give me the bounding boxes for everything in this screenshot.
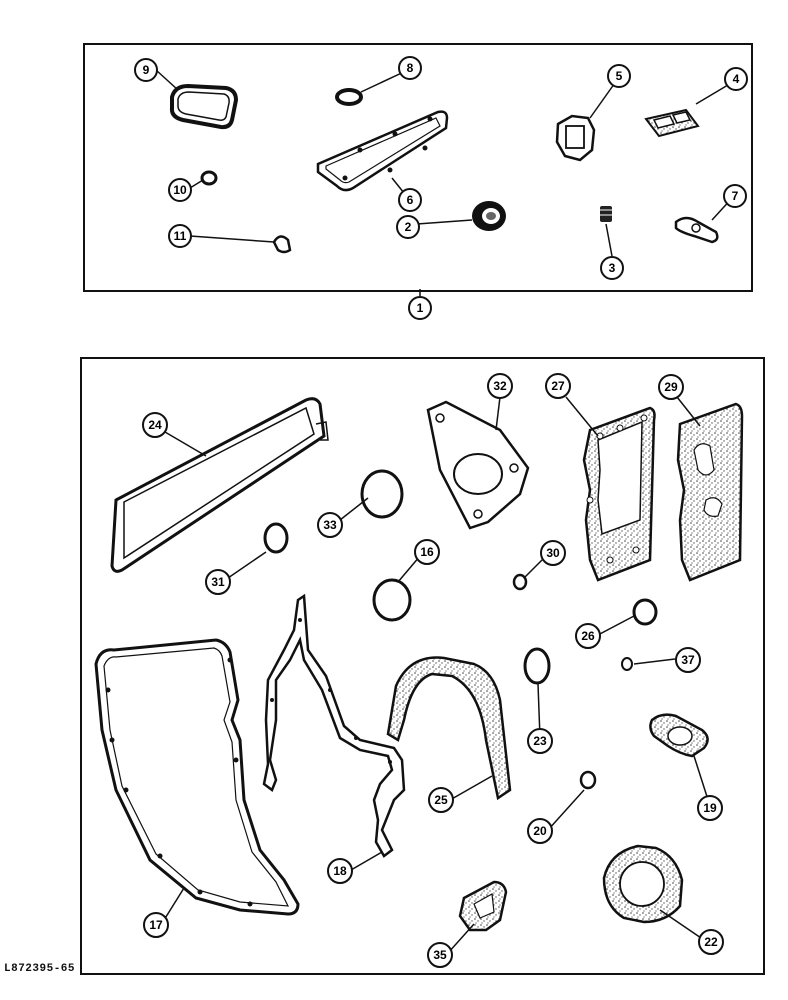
part-29-cooler-gasket bbox=[676, 402, 744, 582]
part-16-o-ring bbox=[372, 578, 412, 622]
part-26-o-ring bbox=[632, 598, 658, 626]
callout-30: 30 bbox=[540, 540, 566, 566]
callout-35-label: 35 bbox=[433, 948, 447, 962]
part-31-o-ring bbox=[263, 522, 289, 554]
callout-17: 17 bbox=[143, 912, 169, 938]
part-20-o-ring bbox=[579, 770, 597, 790]
part-5-flange-gasket bbox=[555, 114, 596, 162]
part-3-fitting bbox=[600, 206, 612, 222]
part-11-clip bbox=[272, 235, 292, 254]
part-23-o-ring bbox=[523, 647, 551, 685]
callout-1-label: 1 bbox=[417, 301, 424, 315]
part-35-plate-gasket bbox=[458, 880, 508, 932]
callout-2: 2 bbox=[396, 215, 420, 239]
callout-3: 3 bbox=[600, 256, 624, 280]
callout-23-label: 23 bbox=[533, 734, 547, 748]
part-30-washer bbox=[512, 573, 528, 591]
callout-29: 29 bbox=[658, 374, 684, 400]
part-6-cover-gasket bbox=[316, 110, 449, 192]
part-33-o-ring bbox=[360, 469, 404, 519]
callout-19: 19 bbox=[697, 795, 723, 821]
callout-25: 25 bbox=[428, 787, 454, 813]
callout-18-label: 18 bbox=[333, 864, 347, 878]
callout-11-label: 11 bbox=[174, 229, 187, 243]
callout-7: 7 bbox=[723, 184, 747, 208]
part-18-front-housing-gasket bbox=[262, 593, 406, 858]
callout-3-label: 3 bbox=[609, 261, 616, 275]
callout-17-label: 17 bbox=[149, 918, 163, 932]
callout-35: 35 bbox=[427, 942, 453, 968]
callout-7-label: 7 bbox=[732, 189, 739, 203]
callout-26-label: 26 bbox=[581, 629, 595, 643]
part-22-round-flange-gasket bbox=[602, 844, 684, 924]
callout-9-label: 9 bbox=[143, 63, 150, 77]
callout-33-label: 33 bbox=[323, 518, 337, 532]
part-9-square-seal bbox=[169, 83, 239, 130]
callout-22: 22 bbox=[698, 929, 724, 955]
callout-4: 4 bbox=[724, 67, 748, 91]
callout-24: 24 bbox=[142, 412, 168, 438]
part-24-long-gasket bbox=[110, 397, 329, 573]
part-2-oil-seal bbox=[472, 201, 506, 231]
part-19-flange-gasket bbox=[649, 713, 709, 758]
callout-29-label: 29 bbox=[664, 380, 678, 394]
part-37-ring bbox=[621, 657, 633, 671]
callout-31: 31 bbox=[205, 569, 231, 595]
callout-4-label: 4 bbox=[733, 72, 740, 86]
part-4-double-port-gasket bbox=[644, 108, 700, 138]
callout-19-label: 19 bbox=[703, 801, 717, 815]
callout-22-label: 22 bbox=[704, 935, 718, 949]
part-32-flange-plate bbox=[426, 400, 530, 530]
callout-18: 18 bbox=[327, 858, 353, 884]
callout-32-label: 32 bbox=[493, 379, 507, 393]
callout-10-label: 10 bbox=[173, 183, 187, 197]
callout-5-label: 5 bbox=[616, 69, 623, 83]
callout-10: 10 bbox=[168, 178, 192, 202]
callout-37-label: 37 bbox=[681, 653, 695, 667]
callout-6: 6 bbox=[398, 188, 422, 212]
callout-2-label: 2 bbox=[405, 220, 412, 234]
callout-5: 5 bbox=[607, 64, 631, 88]
callout-25-label: 25 bbox=[434, 793, 448, 807]
callout-31-label: 31 bbox=[211, 575, 225, 589]
callout-8-label: 8 bbox=[407, 61, 414, 75]
part-17-gear-cover-gasket bbox=[94, 638, 300, 916]
callout-16: 16 bbox=[414, 539, 440, 565]
callout-6-label: 6 bbox=[407, 193, 414, 207]
part-25-curved-gasket bbox=[386, 656, 512, 801]
callout-8: 8 bbox=[398, 56, 422, 80]
callout-20: 20 bbox=[527, 818, 553, 844]
callout-30-label: 30 bbox=[546, 546, 560, 560]
callout-24-label: 24 bbox=[148, 418, 162, 432]
callout-33: 33 bbox=[317, 512, 343, 538]
figure-id-label: L872395-65 bbox=[4, 963, 76, 975]
callout-27: 27 bbox=[545, 373, 571, 399]
callout-1-kit: 1 bbox=[408, 296, 432, 320]
callout-27-label: 27 bbox=[551, 379, 565, 393]
callout-9: 9 bbox=[134, 58, 158, 82]
callout-32: 32 bbox=[487, 373, 513, 399]
callout-37: 37 bbox=[675, 647, 701, 673]
callout-26: 26 bbox=[575, 623, 601, 649]
callout-20-label: 20 bbox=[533, 824, 547, 838]
callout-16-label: 16 bbox=[420, 545, 434, 559]
part-27-cooler-gasket bbox=[582, 406, 656, 582]
part-7-flange-gasket bbox=[674, 216, 719, 244]
callout-11: 11 bbox=[168, 224, 192, 248]
callout-23: 23 bbox=[527, 728, 553, 754]
part-10-washer bbox=[200, 170, 218, 186]
part-8-small-ring bbox=[335, 88, 363, 106]
